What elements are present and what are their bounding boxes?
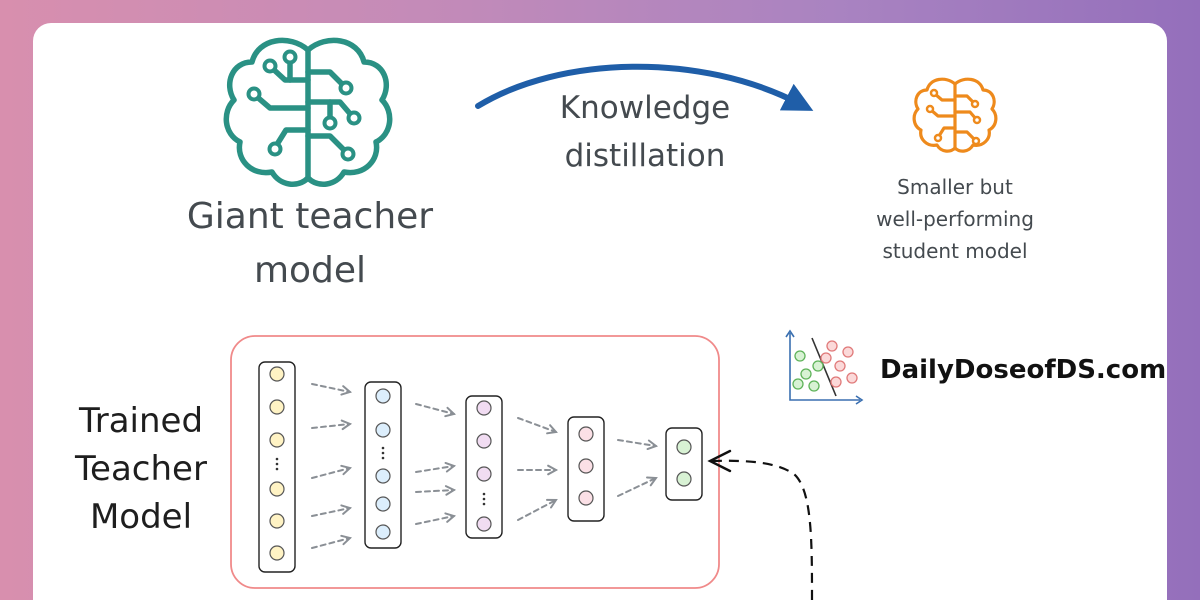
network-node	[375, 388, 391, 404]
network-node	[269, 432, 285, 448]
teacher-brain-nodes	[246, 49, 362, 162]
network-node	[269, 399, 285, 415]
layer-box	[465, 395, 503, 539]
student-brain-icon	[912, 77, 998, 153]
layer-box	[364, 381, 402, 549]
network-node	[578, 458, 594, 474]
layer-connection-arrow	[415, 465, 455, 473]
trained-teacher-label-line-2: Teacher	[74, 449, 207, 489]
layer-connection-arrow	[311, 507, 351, 517]
layer-connection-arrow	[311, 537, 351, 549]
network-node	[676, 471, 692, 487]
network-node	[375, 468, 391, 484]
layer-connection-arrow	[415, 515, 455, 525]
feedback-dashed-arrow	[711, 459, 814, 600]
network-node	[476, 400, 492, 416]
layer-connection-arrowhead	[340, 504, 353, 515]
teacher-network-box	[230, 335, 720, 589]
layer-connection-arrow	[311, 383, 351, 393]
distillation-label-line-1: Knowledge	[560, 90, 730, 126]
distillation-label-line-2: distillation	[565, 138, 726, 174]
trained-teacher-label-line-1: Trained	[78, 401, 203, 441]
ellipsis-dot	[381, 446, 385, 450]
ellipsis-dot	[482, 492, 486, 496]
layer-box	[567, 416, 605, 522]
layer-box	[258, 361, 296, 573]
network-node	[269, 366, 285, 382]
ellipsis-dot	[275, 462, 279, 466]
layer-connection-arrowhead	[340, 419, 353, 431]
layer-connection-arrow	[517, 499, 557, 521]
network-node	[476, 466, 492, 482]
layer-connection-arrowhead	[444, 512, 457, 523]
network-node	[269, 513, 285, 529]
student-label-line-2: well-performing	[876, 207, 1034, 231]
layer-connection-arrowhead	[547, 464, 559, 476]
network-node	[269, 545, 285, 561]
layer-connection-arrowhead	[340, 385, 353, 396]
network-node	[476, 433, 492, 449]
ellipsis-dot	[482, 502, 486, 506]
layer-connection-arrowhead	[444, 485, 457, 496]
layer-connection-arrowhead	[646, 439, 659, 451]
network-node	[476, 516, 492, 532]
ellipsis-dot	[275, 467, 279, 471]
layer-connection-arrowhead	[340, 534, 353, 546]
layer-connection-arrow	[311, 423, 351, 429]
ellipsis-dot	[381, 451, 385, 455]
scatter-plot-icon	[785, 329, 864, 405]
feedback-arrow-head	[707, 449, 732, 473]
brand-name: DailyDoseofDS.com	[880, 355, 1166, 385]
student-brain-nodes	[925, 88, 982, 146]
layer-connection-arrow	[617, 477, 657, 497]
teacher-label-line-2: model	[254, 250, 366, 291]
layer-connection-arrow	[415, 489, 455, 493]
layer-connection-arrowhead	[340, 464, 353, 476]
layer-connection-arrow	[415, 403, 455, 415]
student-label-line-1: Smaller but	[897, 175, 1013, 199]
layer-connection-arrow	[311, 467, 351, 479]
layer-connection-arrow	[617, 439, 657, 447]
teacher-brain-icon	[223, 37, 393, 187]
layer-connection-arrowhead	[646, 476, 658, 487]
student-label-line-3: student model	[882, 239, 1027, 263]
ellipsis-dot	[482, 497, 486, 501]
ellipsis-dot	[275, 457, 279, 461]
layer-connection-arrowhead	[546, 424, 558, 435]
ellipsis-dot	[381, 456, 385, 460]
layer-connection-arrowhead	[546, 498, 558, 509]
layer-connection-arrowhead	[444, 406, 457, 418]
layer-connection-arrowhead	[444, 461, 457, 473]
network-node	[578, 426, 594, 442]
trained-teacher-label-line-3: Model	[90, 497, 192, 537]
distillation-arrow	[475, 63, 814, 111]
layer-box	[665, 427, 703, 501]
neural-network	[258, 361, 703, 573]
teacher-label-line-1: Giant teacher	[187, 196, 433, 237]
network-node	[578, 490, 594, 506]
layer-connection-arrow	[517, 417, 557, 433]
network-node	[375, 496, 391, 512]
network-node	[375, 524, 391, 540]
network-node	[676, 439, 692, 455]
network-node	[269, 481, 285, 497]
network-node	[375, 422, 391, 438]
